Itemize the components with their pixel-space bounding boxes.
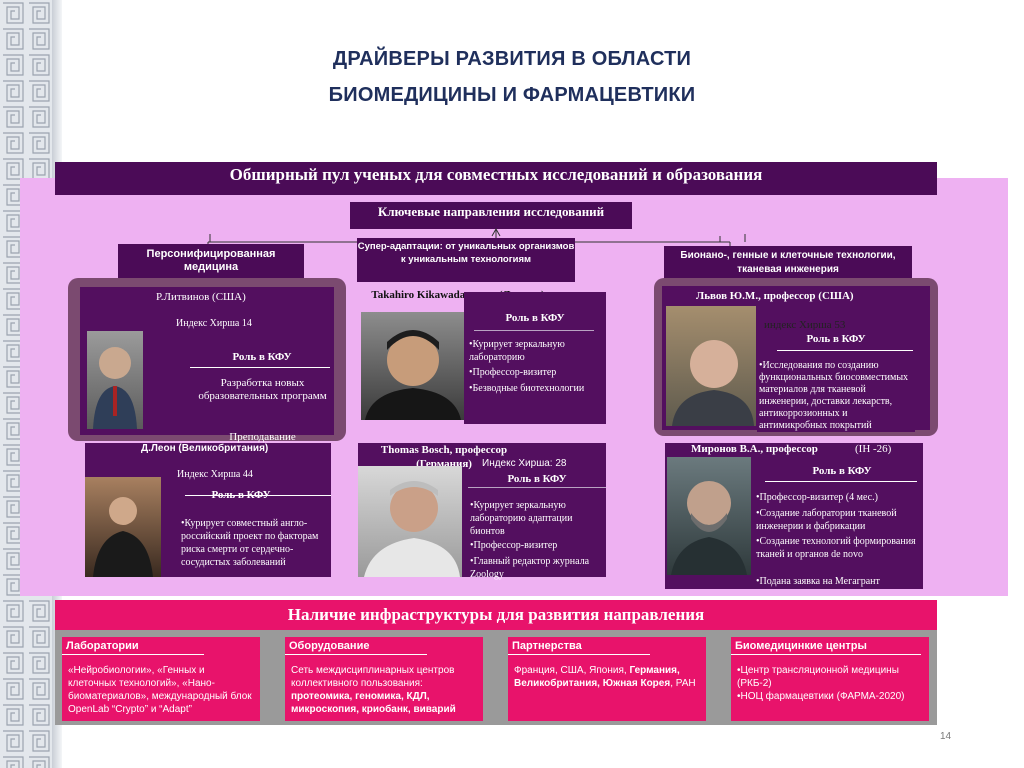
mironov-role-underline <box>765 481 917 482</box>
infra-centers-item-1: •Центр трансляционной медицины (РКБ-2) <box>737 665 899 689</box>
mironov-item-2: •Создание лаборатории тканевой инженерии… <box>756 508 897 532</box>
infra-labs: Лаборатории «Нейробиологии», «Генных и к… <box>62 637 260 721</box>
slide-title-line1: ДРАЙВЕРЫ РАЗВИТИЯ В ОБЛАСТИ <box>332 48 692 70</box>
leon-hirsch: Индекс Хирша 44 <box>177 469 253 480</box>
bosch-photo <box>358 466 462 577</box>
person-icon <box>93 347 137 429</box>
infra-partners-bold: Германия, Великобритания, Южная Корея <box>514 665 680 689</box>
kikawada-role-underline <box>474 330 594 331</box>
infra-centers-underline <box>731 654 921 655</box>
lvov-name: Львов Ю.М., профессор (США) <box>696 290 854 302</box>
kikawada-item-3: •Безводные биотехнологии <box>469 383 585 394</box>
litvinov-item-1: Разработка новых образовательных програм… <box>198 377 327 402</box>
infra-equipment-text: Сеть междисциплинарных центров коллектив… <box>291 665 455 689</box>
person-icon <box>365 330 461 420</box>
kikawada-photo <box>361 312 464 420</box>
infra-partners: Партнерства Франция, США, Япония, Герман… <box>508 637 706 721</box>
leon-item-1: •Курирует совместный англо-российский пр… <box>181 518 319 568</box>
direction-right: Бионано-, генные и клеточные технологии,… <box>664 246 912 281</box>
bosch-item-2: •Профессор-визитер <box>470 540 558 551</box>
infra-partners-underline <box>508 654 650 655</box>
litvinov-item-2: Преподавание <box>229 431 296 443</box>
mironov-item-1: •Профессор-визитер (4 мес.) <box>756 492 878 503</box>
infra-equipment-bold: протеомика, геномика, КДЛ, микроскопия, … <box>291 691 456 715</box>
person-icon <box>364 481 460 577</box>
lvov-role: Роль в КФУ <box>806 333 866 345</box>
litvinov-panel: Р.Литвинов (США) Индекс Хирша 14 Роль в … <box>80 287 334 443</box>
infra-partners-label: Партнерства <box>512 640 582 652</box>
person-icon <box>93 497 153 577</box>
slide-title-line2: БИОМЕДИЦИНЫ И ФАРМАЦЕВТИКИ <box>328 84 696 106</box>
lvov-role-underline <box>777 350 913 351</box>
bottom-banner: Наличие инфраструктуры для развития напр… <box>55 600 937 630</box>
kikawada-item-2: •Профессор-визитер <box>469 367 557 378</box>
litvinov-photo <box>87 331 143 429</box>
bosch-role: Роль в КФУ <box>507 473 567 485</box>
page-number: 14 <box>940 731 952 742</box>
kikawada-block: Takahiro Kikawada, в.н.с. (Япония) Роль … <box>358 289 606 430</box>
bosch-role-underline <box>468 487 606 488</box>
person-icon <box>672 340 754 426</box>
infra-equipment: Оборудование Сеть междисциплинарных цент… <box>285 637 483 721</box>
key-directions-header: Ключевые направления исследований <box>350 202 632 229</box>
litvinov-role: Роль в КФУ <box>232 351 292 363</box>
person-icon <box>671 481 747 575</box>
bosch-item-3: •Главный редактор журнала Zoology <box>470 556 590 580</box>
infra-equipment-underline <box>285 654 427 655</box>
lvov-role-box: Роль в КФУ •Исследования по созданию фун… <box>757 330 915 432</box>
mironov-photo <box>667 457 751 575</box>
mironov-item-3: •Создание технологий формирования тканей… <box>756 536 916 560</box>
litvinov-role-underline <box>190 367 330 368</box>
mironov-hirsch: (IH -26) <box>855 443 892 455</box>
mironov-role: Роль в КФУ <box>812 465 872 477</box>
leon-panel: Д.Леон (Великобритания) Индекс Хирша 44 … <box>85 443 331 577</box>
litvinov-hirsch: Индекс Хирша 14 <box>176 318 252 329</box>
litvinov-name: Р.Литвинов (США) <box>156 291 246 303</box>
mironov-item-4: •Подана заявка на Мегагрант <box>756 576 880 587</box>
top-banner: Обширный пул ученых для совместных иссле… <box>55 162 937 195</box>
lvov-photo <box>666 306 756 426</box>
mironov-name: Миронов В.А., профессор <box>691 443 818 455</box>
leon-role-underline <box>185 495 331 496</box>
lvov-hirsch: индекс Хирша 53 <box>764 319 846 331</box>
direction-left: Персонифицированная медицина <box>118 244 304 279</box>
infra-equipment-label: Оборудование <box>289 640 370 652</box>
bosch-item-1: •Курирует зеркальную лабораторию адаптац… <box>470 500 573 537</box>
kikawada-item-1: •Курирует зеркальную лабораторию <box>469 339 565 363</box>
mironov-panel: Миронов В.А., профессор (IH -26) Роль в … <box>665 443 923 589</box>
infra-partners-text: Франция, США, Япония, <box>514 665 630 676</box>
infra-labs-text: «Нейробиологии», «Генных и клеточных тех… <box>68 665 252 715</box>
kikawada-panel: Роль в КФУ •Курирует зеркальную лаборато… <box>464 292 606 424</box>
infra-labs-label: Лаборатории <box>66 640 139 652</box>
lvov-item-1: •Исследования по созданию функциональных… <box>759 360 909 431</box>
infra-centers-label: Биомедицинкие центры <box>735 640 867 652</box>
infra-centers-item-2: •НОЦ фармацевтики (ФАРМА-2020) <box>737 691 905 702</box>
kikawada-role: Роль в КФУ <box>505 312 565 324</box>
direction-center: Супер-адаптации: от уникальных организмо… <box>357 238 575 282</box>
bosch-hirsch: Индекс Хирша: 28 <box>482 458 567 469</box>
infra-labs-underline <box>62 654 204 655</box>
infra-centers: Биомедицинкие центры •Центр трансляционн… <box>731 637 929 721</box>
infra-partners-end: , РАН <box>670 678 696 689</box>
leon-photo <box>85 477 161 577</box>
leon-name: Д.Леон (Великобритания) <box>141 443 269 454</box>
